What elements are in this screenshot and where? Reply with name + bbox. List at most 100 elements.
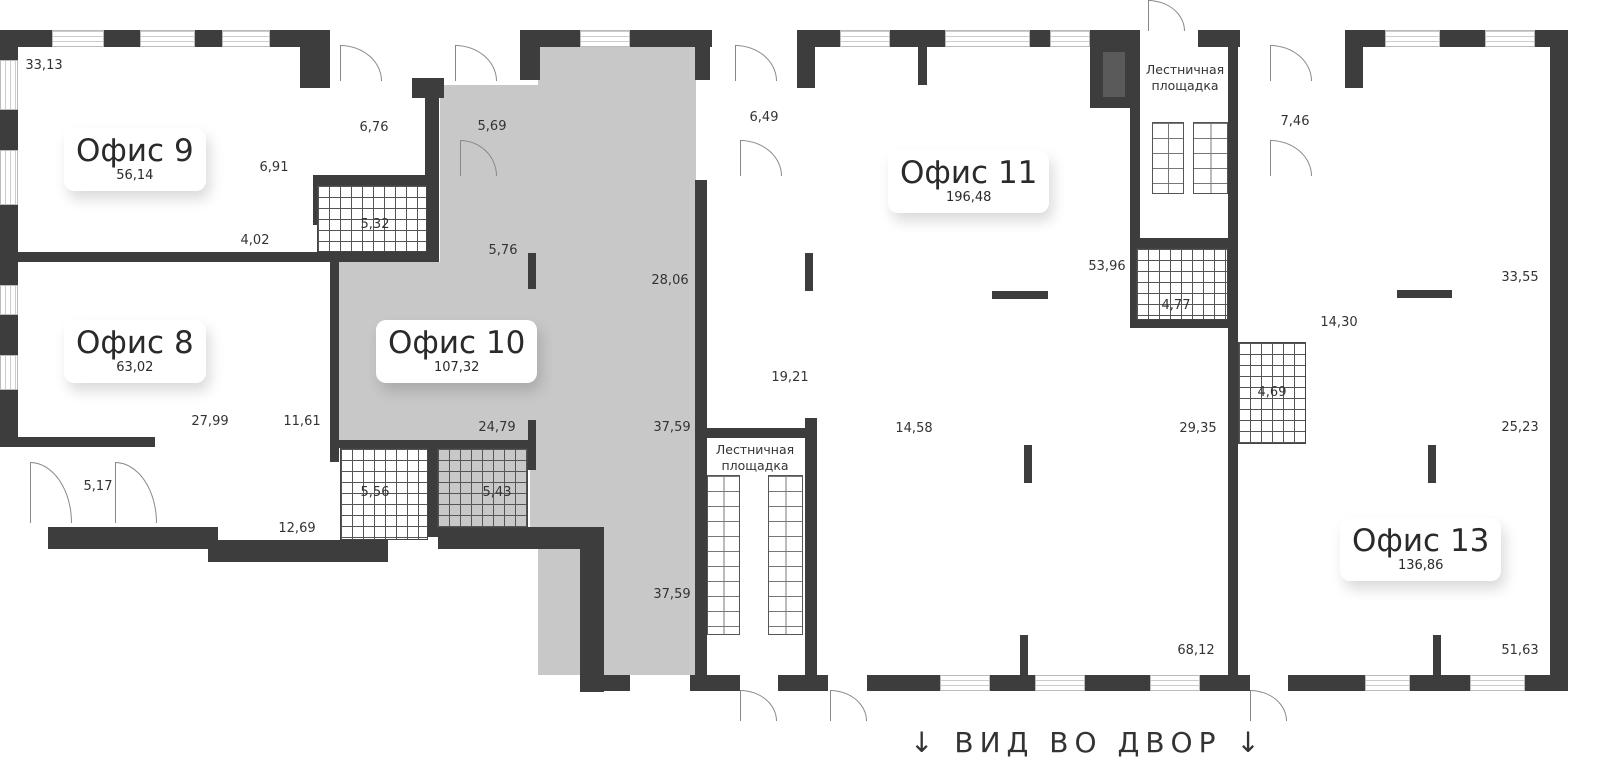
room-area: 5,56 [360, 485, 390, 500]
window [52, 30, 104, 47]
room-area: 6,91 [259, 160, 289, 175]
wall [313, 175, 317, 225]
bathroom-tiles [1238, 342, 1306, 444]
wall [805, 418, 817, 675]
room-area: 28,06 [651, 273, 689, 288]
door[interactable] [830, 690, 867, 721]
wall [1550, 30, 1568, 690]
room-area: 68,12 [1177, 643, 1215, 658]
door[interactable] [740, 690, 777, 721]
wall [208, 540, 388, 562]
wall [0, 437, 155, 447]
door[interactable] [1148, 0, 1185, 31]
room-area: 24,79 [478, 420, 516, 435]
bathroom-tiles [340, 448, 428, 540]
wall [1130, 100, 1140, 325]
window [1365, 675, 1410, 691]
room-area: 7,46 [1280, 114, 1310, 129]
office-area: 56,14 [116, 168, 154, 183]
room-area: 25,23 [1501, 420, 1539, 435]
window [945, 30, 1030, 47]
door[interactable] [340, 45, 382, 81]
room-area: 5,17 [83, 479, 113, 494]
wall [700, 428, 817, 438]
stair-landing-label: Лестничная площадка [1145, 62, 1225, 93]
room-area: 37,59 [653, 587, 691, 602]
wall [695, 30, 710, 80]
bathroom-tiles [437, 448, 528, 528]
wall [48, 527, 218, 549]
room-area: 14,30 [1320, 315, 1358, 330]
bathroom-tiles [317, 185, 427, 252]
wall [313, 175, 439, 185]
window [222, 30, 270, 47]
room-area: 37,59 [653, 420, 691, 435]
window [0, 285, 18, 315]
office-name: Офис 10 [388, 325, 526, 361]
office-name: Офис 11 [900, 155, 1038, 191]
column [918, 47, 927, 85]
stairs [1152, 122, 1184, 194]
door[interactable] [740, 140, 782, 176]
door[interactable] [1270, 140, 1312, 176]
door[interactable] [735, 45, 777, 81]
door[interactable] [115, 462, 157, 523]
window [1485, 30, 1535, 47]
window [0, 355, 18, 390]
column [528, 253, 536, 289]
room-area: 11,61 [283, 414, 321, 429]
wall [0, 30, 18, 447]
window [1385, 30, 1440, 47]
wall [425, 85, 439, 262]
room-area: 5,32 [360, 217, 390, 232]
room-area: 5,69 [477, 119, 507, 134]
window [940, 675, 990, 691]
office-name: Офис 9 [76, 133, 194, 169]
wall [300, 30, 330, 88]
room-area: 5,43 [482, 485, 512, 500]
window [1150, 675, 1200, 691]
room-area: 33,13 [25, 58, 63, 73]
column [1428, 445, 1436, 483]
room-area: 14,58 [895, 421, 933, 436]
door[interactable] [455, 45, 497, 81]
room-area: 12,69 [278, 521, 316, 536]
wall [1228, 30, 1238, 675]
door[interactable] [30, 462, 72, 523]
room-area: 19,21 [771, 370, 809, 385]
window [840, 30, 890, 47]
room-area: 6,49 [749, 110, 779, 125]
door[interactable] [1270, 45, 1312, 81]
wall [1130, 320, 1230, 328]
window [0, 60, 18, 110]
room-area: 27,99 [191, 414, 229, 429]
office-10-corridor[interactable] [538, 47, 696, 675]
room-area: 5,76 [488, 243, 518, 258]
office-name: Офис 13 [1352, 523, 1490, 559]
column [1024, 445, 1032, 483]
column [1433, 635, 1441, 675]
stairs [1193, 122, 1228, 194]
room-area: 6,76 [359, 120, 389, 135]
office-area: 196,48 [945, 190, 992, 205]
window [0, 150, 18, 205]
room-area: 33,55 [1501, 270, 1539, 285]
wall [580, 527, 604, 692]
stairs [707, 475, 740, 635]
window [1035, 675, 1085, 691]
door[interactable] [1250, 690, 1287, 721]
wall [1345, 30, 1363, 88]
room-area: 53,96 [1088, 259, 1126, 274]
stairs [768, 475, 803, 635]
room-area: 4,69 [1257, 385, 1287, 400]
wall [528, 420, 536, 470]
chimney [1090, 30, 1140, 108]
window [580, 30, 630, 47]
window [1050, 30, 1090, 47]
